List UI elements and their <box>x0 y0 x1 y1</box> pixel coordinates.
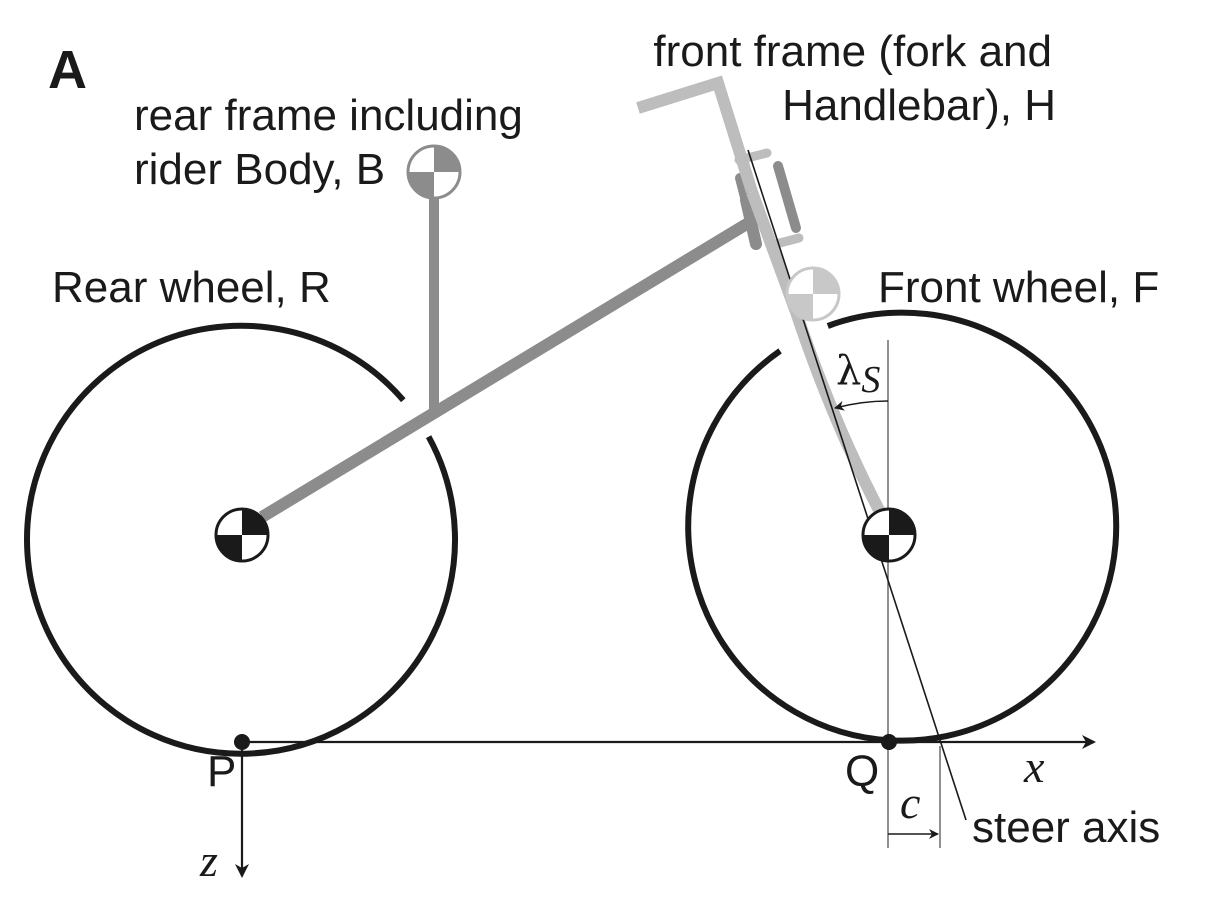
front-wheel <box>685 309 1120 744</box>
head-tube-clamp <box>734 148 804 250</box>
rear-frame-label-line2: rider Body, B <box>134 145 385 194</box>
steer-angle-arc <box>834 400 889 411</box>
front-frame-label-line2: Handlebar), H <box>782 81 1056 130</box>
rear-frame <box>258 194 762 523</box>
x-axis-label: x <box>1023 741 1045 792</box>
point-p-label: P <box>207 747 236 796</box>
rear-wheel-label: Rear wheel, R <box>52 263 331 312</box>
front-wheel-label: Front wheel, F <box>878 263 1159 312</box>
panel-label: A <box>48 40 87 100</box>
rear-wheel-com-icon <box>214 507 270 563</box>
front-wheel-com-icon <box>861 507 917 563</box>
z-axis-label: z <box>199 835 218 886</box>
contact-point-q <box>881 734 897 750</box>
point-q-label: Q <box>845 747 879 796</box>
rear-wheel <box>24 322 459 757</box>
trail-label: c <box>900 777 920 828</box>
front-frame <box>636 75 886 515</box>
rear-frame-com-icon <box>406 144 462 200</box>
steer-axis-label: steer axis <box>972 803 1160 852</box>
front-frame-com-icon <box>785 266 841 322</box>
front-frame-label-line1: front frame (fork and <box>653 27 1052 76</box>
steer-axis-line <box>747 149 967 821</box>
steer-angle-label: λS <box>836 348 880 401</box>
steer-angle-symbol: λ <box>836 348 861 394</box>
rear-frame-label-line1: rear frame including <box>134 91 523 140</box>
steer-angle-subscript: S <box>861 359 880 401</box>
contact-point-p <box>234 734 250 750</box>
